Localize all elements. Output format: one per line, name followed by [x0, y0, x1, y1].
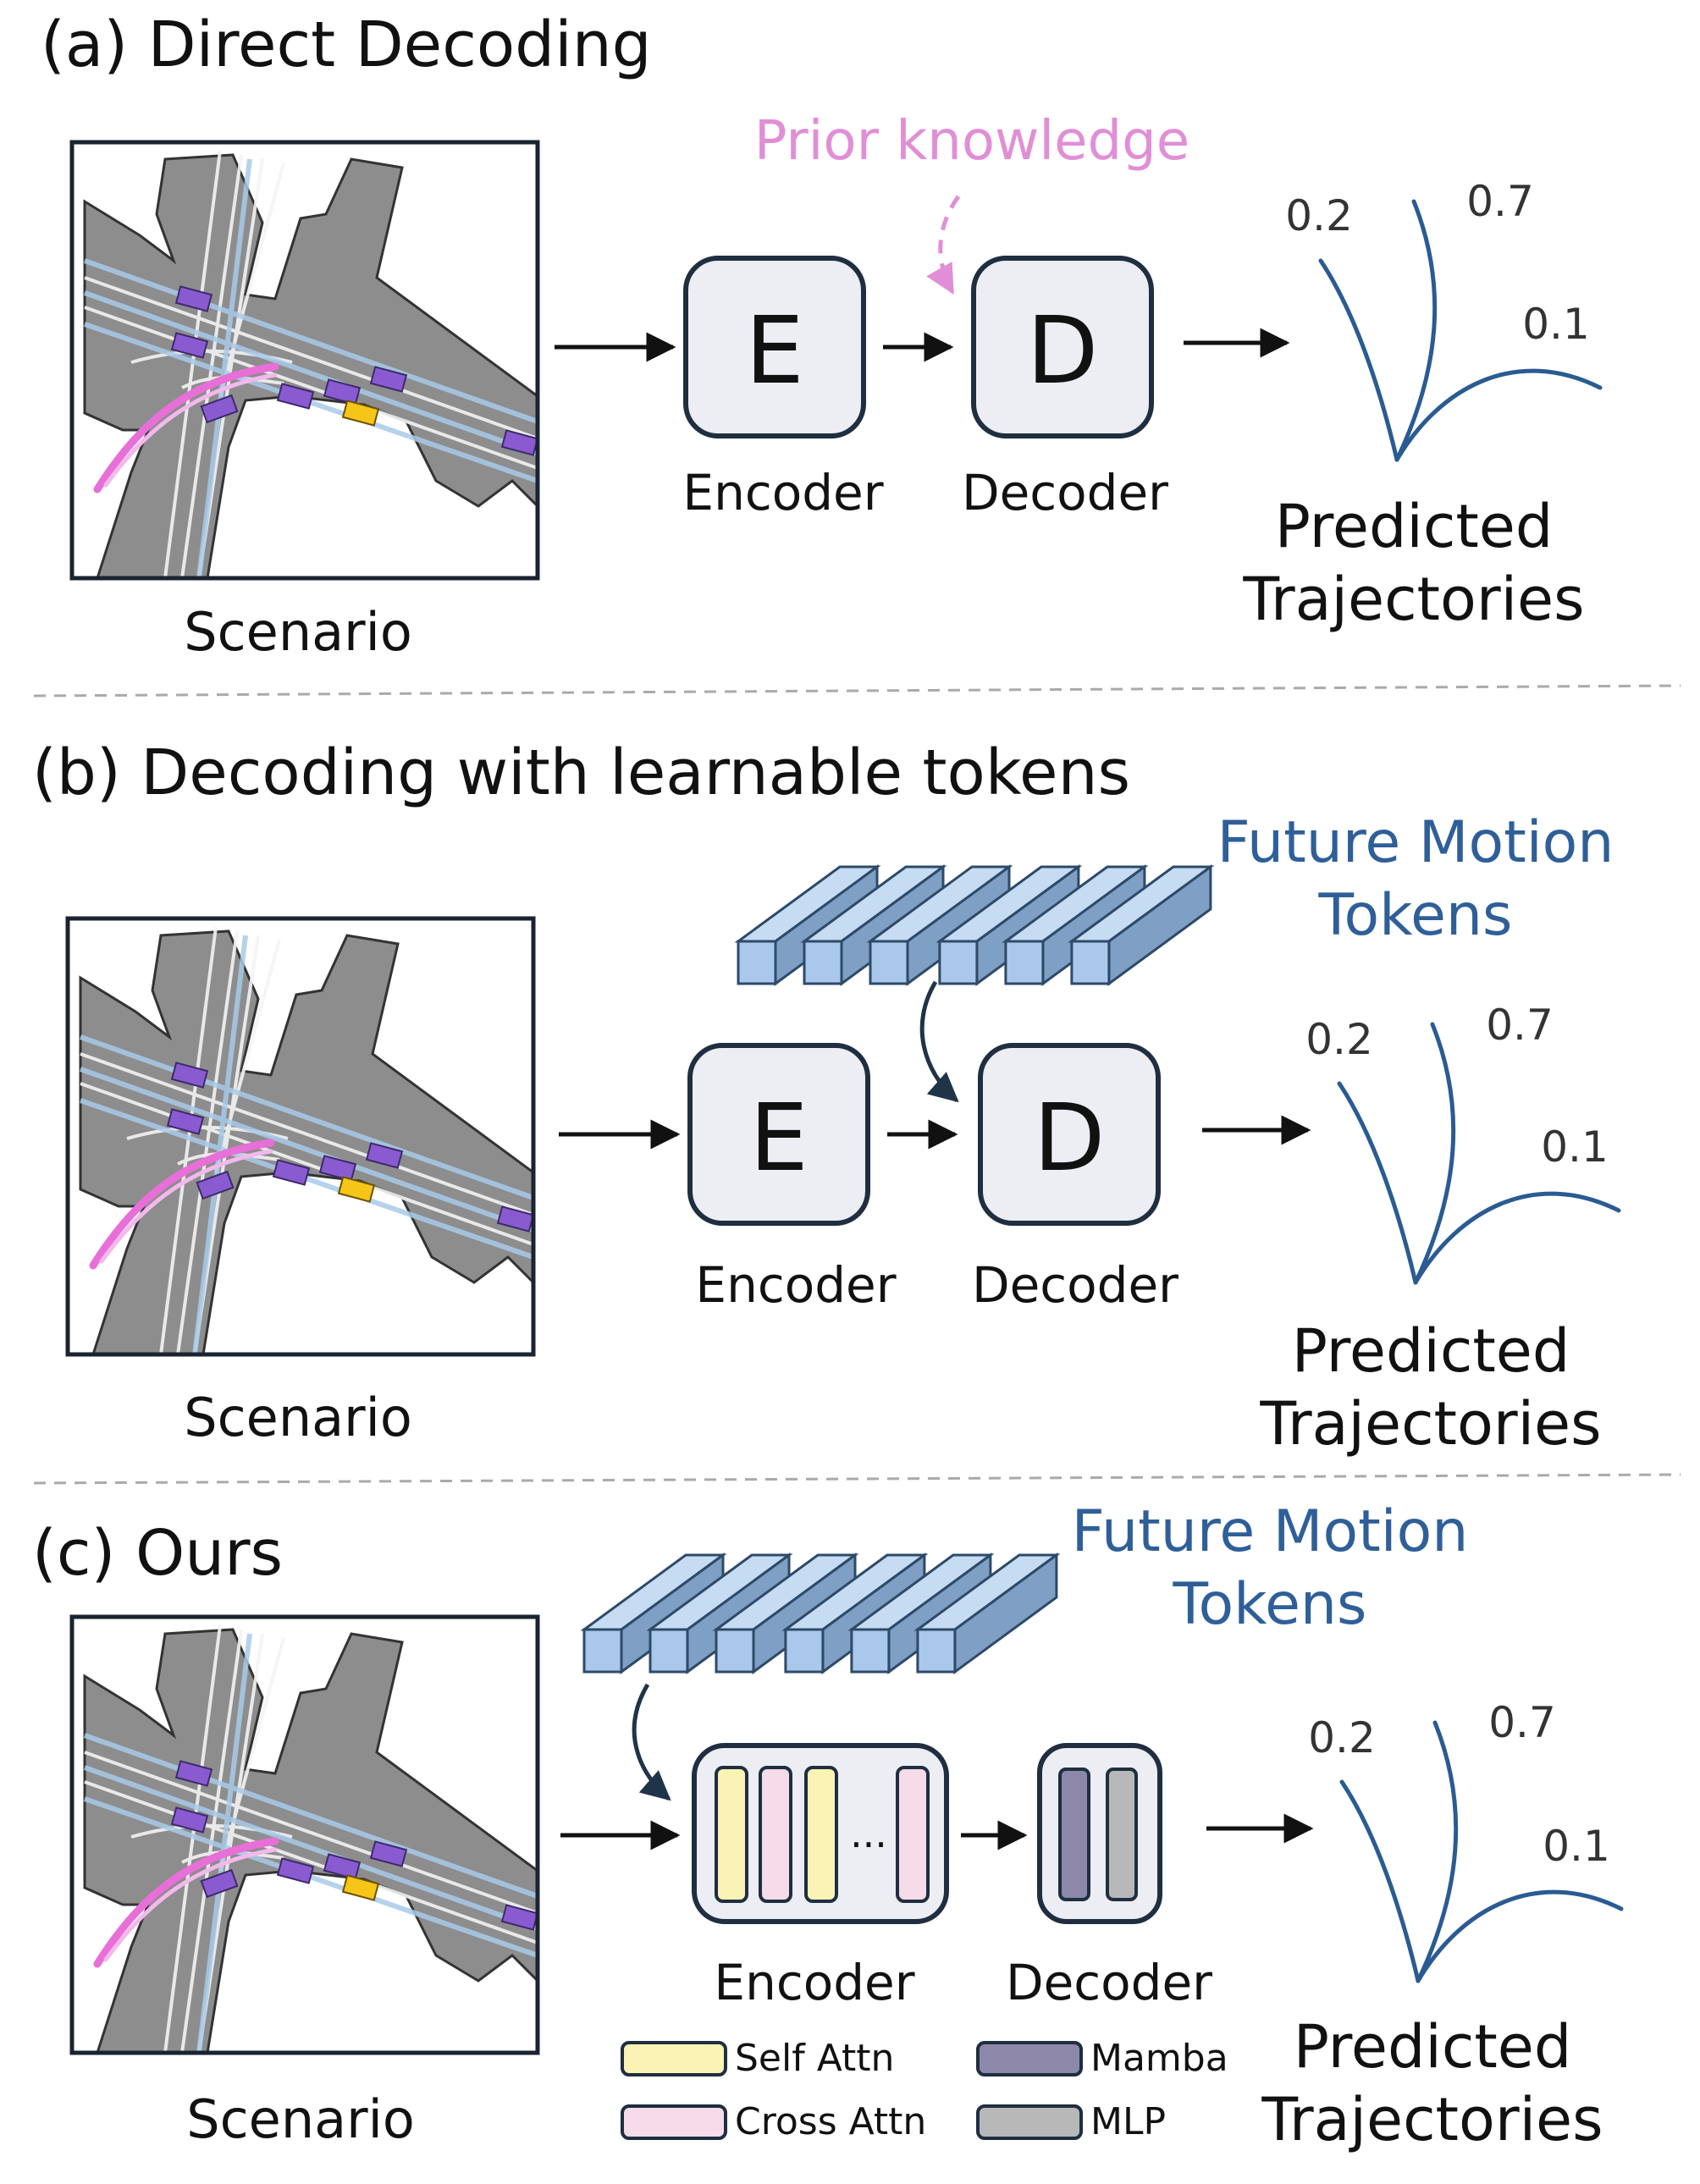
panel-a-heading: (a) Direct Decoding [41, 8, 652, 81]
legend-mamba-label: Mamba [1090, 2037, 1228, 2080]
panel-c-prob-3: 0.1 [1543, 1822, 1610, 1871]
panel-b-decoder-block: D [978, 1043, 1161, 1226]
panel-a-encoder-block: E [683, 256, 866, 438]
panel-b-prob-2: 0.7 [1486, 1001, 1554, 1050]
self-attn-layer-1 [715, 1766, 748, 1903]
panel-b-trajectories-label: Trajectories [1259, 1389, 1601, 1459]
panel-b-token-3 [866, 864, 1013, 986]
legend-mlp-swatch [976, 2104, 1083, 2140]
panel-a-decoder-block: D [971, 256, 1154, 438]
panel-c-heading: (c) Ours [32, 1517, 283, 1590]
panel-c-future-motion-tokens [580, 1553, 1061, 1674]
panel-a-decoder-letter: D [1027, 296, 1099, 405]
cross-attn-layer-n [896, 1766, 930, 1903]
cross-attn-layer-1 [759, 1766, 792, 1903]
panel-c-decoder-block [1037, 1743, 1162, 1924]
panel-c-decoder-label: Decoder [1006, 1954, 1212, 2011]
panel-c-prob-2: 0.7 [1488, 1698, 1556, 1747]
panel-c-token-6 [913, 1553, 1061, 1674]
separator-2 [33, 1473, 1681, 1485]
panel-b-encoder-label: Encoder [695, 1256, 896, 1314]
legend-mamba-swatch [976, 2041, 1083, 2076]
panel-a-prior-arrow [926, 195, 961, 295]
self-attn-layer-2 [804, 1766, 838, 1903]
panel-c-scenario-label: Scenario [186, 2088, 415, 2150]
panel-b-predicted-label: Predicted [1292, 1316, 1570, 1386]
panel-b-scenario-map [68, 918, 533, 1354]
encoder-ellipsis: ... [850, 1811, 887, 1856]
panel-c-encoder-block: ... [692, 1743, 949, 1924]
legend-self-attn-label: Self Attn [735, 2037, 894, 2080]
panel-a-prior-knowledge-label: Prior knowledge [754, 110, 1189, 173]
panel-a-prob-1: 0.2 [1285, 191, 1353, 240]
panel-a-decoder-label: Decoder [962, 464, 1168, 521]
legend-cross-attn-swatch [621, 2104, 727, 2140]
panel-a-encoder-letter: E [745, 296, 804, 405]
panel-a-predicted-label: Predicted [1275, 492, 1554, 561]
panel-b-scenario-label: Scenario [184, 1387, 412, 1448]
separator-1 [33, 684, 1681, 698]
panel-a-prob-3: 0.1 [1522, 300, 1590, 349]
panel-b-decoder-letter: D [1034, 1084, 1106, 1192]
legend-mlp-label: MLP [1090, 2100, 1166, 2143]
panel-b-encoder-block: E [687, 1043, 870, 1226]
panel-c-scenario-map [72, 1617, 538, 2053]
legend-cross-attn-label: Cross Attn [735, 2100, 926, 2143]
mlp-layer [1106, 1768, 1138, 1901]
panel-b-tokens-to-decoder-arrow [919, 980, 959, 1103]
panel-a-trajectories-label: Trajectories [1242, 565, 1584, 634]
panel-a-scenario-label: Scenario [184, 601, 412, 663]
panel-b-token-6 [1068, 864, 1215, 986]
panel-b-tokens-label-line1: Future Motion [1217, 809, 1614, 876]
panel-b-prob-1: 0.2 [1305, 1015, 1373, 1064]
panel-b: (b) Decoding with learnable tokens Futur… [32, 736, 1619, 1459]
panel-a-scenario-map [72, 142, 538, 578]
panel-c-prob-1: 0.2 [1308, 1713, 1376, 1762]
legend-self-attn-swatch [621, 2041, 727, 2076]
panel-c-tokens-label-line1: Future Motion [1072, 1498, 1469, 1565]
panel-b-prob-3: 0.1 [1541, 1122, 1609, 1172]
panel-b-tokens-label-line2: Tokens [1318, 882, 1513, 949]
panel-c-predicted-label: Predicted [1294, 2012, 1572, 2082]
mamba-layer [1058, 1768, 1090, 1901]
panel-b-encoder-letter: E [749, 1084, 809, 1192]
panel-b-heading: (b) Decoding with learnable tokens [32, 736, 1130, 809]
panel-c-trajectories-label: Trajectories [1261, 2085, 1603, 2154]
panel-c-encoder-label: Encoder [714, 1954, 914, 2011]
legend: Self Attn Cross Attn Mamba MLP [621, 2037, 1228, 2143]
panel-b-future-motion-tokens [734, 864, 1215, 986]
panel-c-tokens-to-encoder-arrow [632, 1683, 671, 1801]
panel-c-tokens-label-line2: Tokens [1173, 1571, 1367, 1638]
panel-c: (c) Ours Future Motion Tokens Scenario .… [32, 1498, 1621, 2154]
panel-a: (a) Direct Decoding Scenario E Encoder D… [41, 8, 1600, 663]
panel-b-decoder-label: Decoder [972, 1256, 1178, 1314]
panel-a-prob-2: 0.7 [1466, 177, 1534, 226]
panel-a-encoder-label: Encoder [682, 464, 883, 521]
